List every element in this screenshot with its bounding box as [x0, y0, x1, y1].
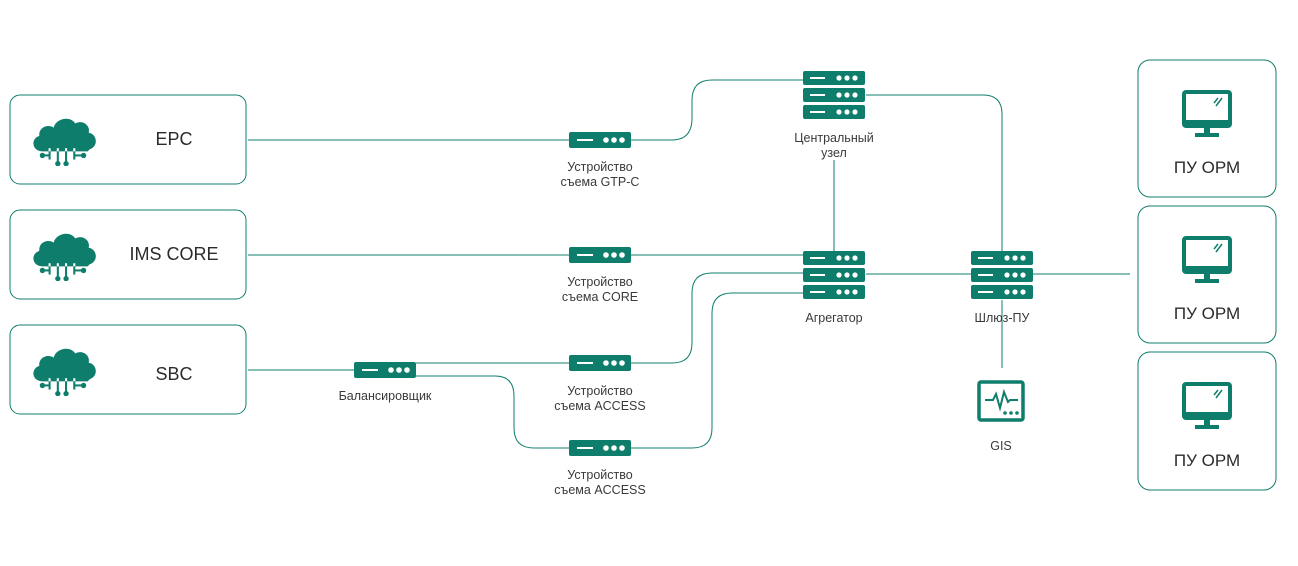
- node-label: Центральный: [794, 131, 873, 145]
- device-label: съема ACCESS: [554, 483, 645, 497]
- node-label: Шлюз-ПУ: [975, 311, 1030, 325]
- node-central: Центральный узел: [794, 71, 874, 160]
- device-label: Устройство: [567, 468, 632, 482]
- appliance-icon: [569, 247, 631, 263]
- node-label: Агрегатор: [805, 311, 862, 325]
- device-access-2: Устройство съема ACCESS: [554, 440, 646, 497]
- appliance-icon: [569, 132, 631, 148]
- device-label: съема ACCESS: [554, 399, 645, 413]
- source-box-ims-core: IMS CORE: [9, 209, 247, 300]
- line-access2-aggregator: [631, 292, 803, 449]
- terminal-box-3: ПУ ОРМ: [1137, 351, 1277, 491]
- source-box-epc: EPC: [9, 94, 247, 185]
- connection-lines: [248, 79, 1130, 449]
- appliance-icon: [569, 440, 631, 456]
- line-gtpc-central: [631, 79, 803, 141]
- node-label: GIS: [990, 439, 1012, 453]
- terminal-box-1: ПУ ОРМ: [1137, 59, 1277, 198]
- device-label: Устройство: [567, 160, 632, 174]
- appliance-icon: [354, 362, 416, 378]
- line-balancer-access2: [416, 375, 569, 449]
- line-central-gateway: [866, 94, 1003, 252]
- source-label: SBC: [155, 364, 192, 384]
- monitor-waveform-icon: [977, 380, 1025, 422]
- terminal-label: ПУ ОРМ: [1174, 158, 1240, 177]
- source-box-sbc: SBC: [9, 324, 247, 415]
- device-label: Устройство: [567, 384, 632, 398]
- device-access-1: Устройство съема ACCESS: [554, 355, 646, 413]
- appliance-icon: [569, 355, 631, 371]
- node-label: узел: [821, 146, 847, 160]
- node-gateway: Шлюз-ПУ: [971, 251, 1033, 325]
- server-rack-icon: [803, 71, 865, 119]
- device-core: Устройство съема CORE: [562, 247, 638, 304]
- source-label: EPC: [155, 129, 192, 149]
- device-label: съема CORE: [562, 290, 638, 304]
- device-label: Устройство: [567, 275, 632, 289]
- terminal-box-2: ПУ ОРМ: [1137, 205, 1277, 344]
- device-gtp-c: Устройство съема GTP-C: [561, 132, 640, 189]
- line-access1-aggregator: [631, 272, 803, 364]
- node-gis: GIS: [977, 380, 1025, 453]
- device-label: съема GTP-C: [561, 175, 640, 189]
- server-rack-icon: [971, 251, 1033, 299]
- device-label: Балансировщик: [339, 389, 432, 403]
- terminal-label: ПУ ОРМ: [1174, 304, 1240, 323]
- source-label: IMS CORE: [129, 244, 218, 264]
- server-rack-icon: [803, 251, 865, 299]
- terminal-label: ПУ ОРМ: [1174, 451, 1240, 470]
- device-balancer: Балансировщик: [339, 362, 432, 403]
- node-aggregator: Агрегатор: [803, 251, 865, 325]
